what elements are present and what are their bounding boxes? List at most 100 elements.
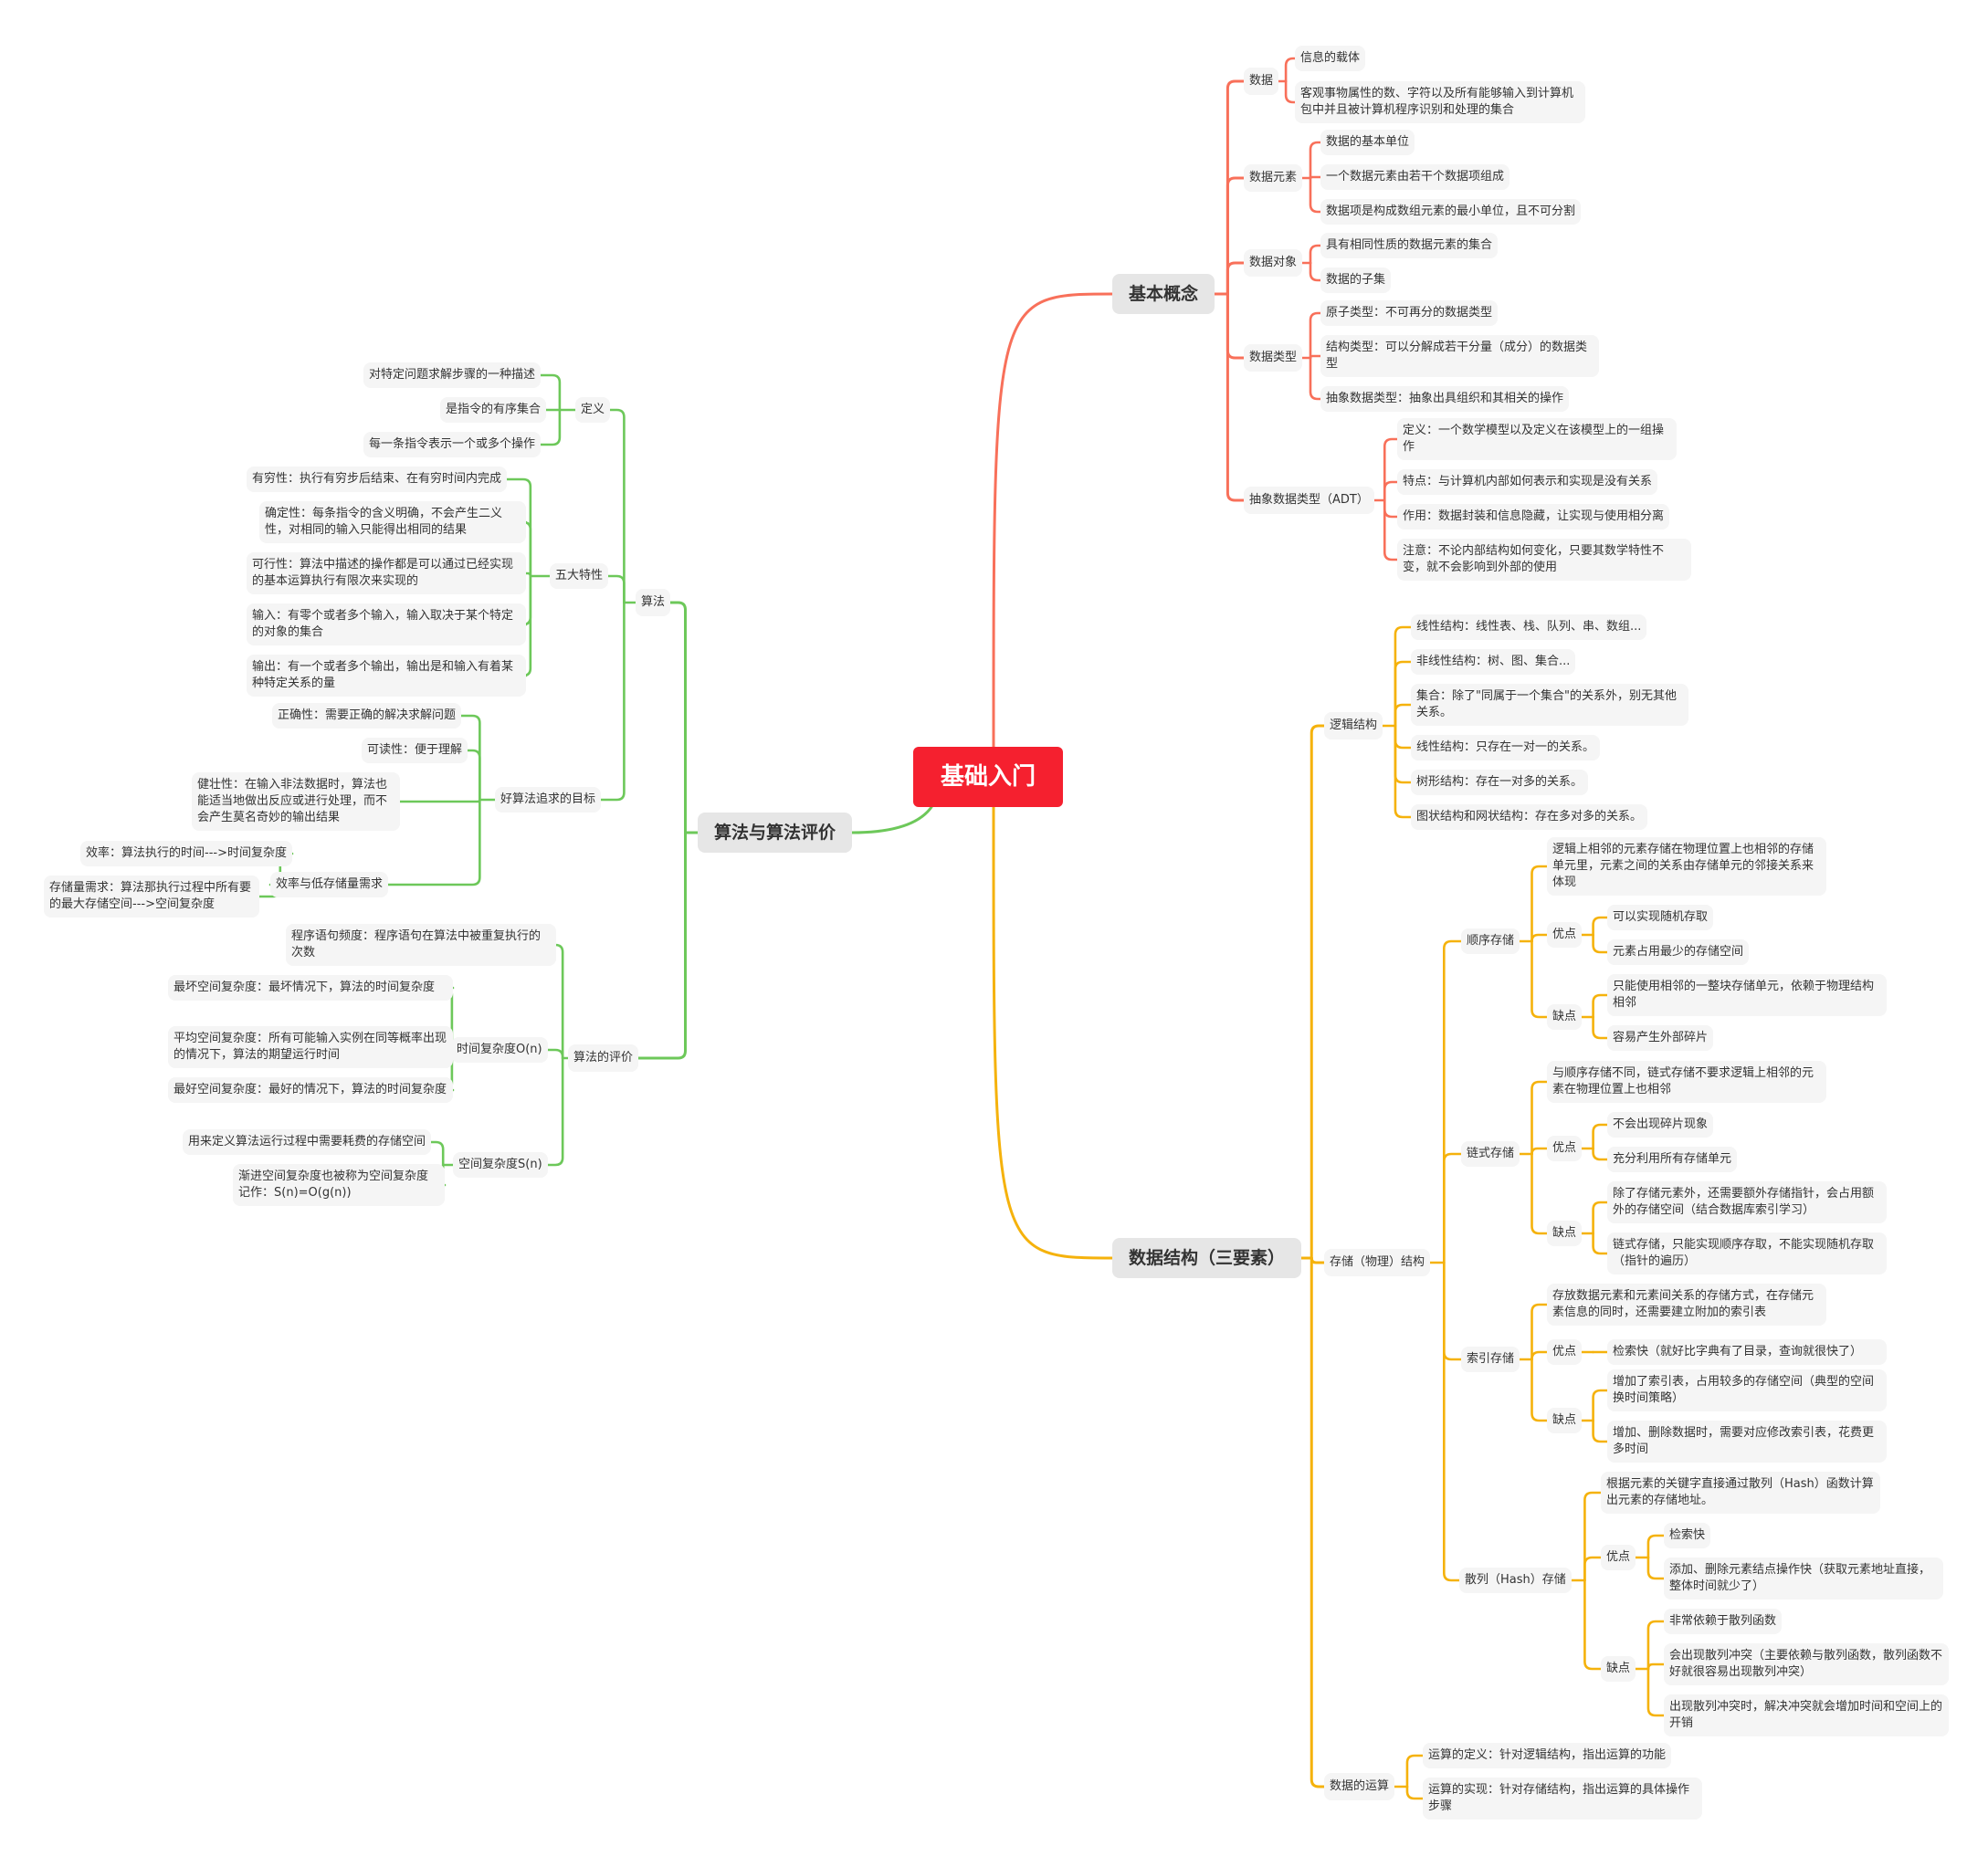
leaf-topic[interactable]: 线性结构：线性表、栈、队列、串、数组... bbox=[1411, 614, 1647, 640]
leaf-topic[interactable]: 具有相同性质的数据元素的集合 bbox=[1320, 233, 1499, 258]
leaf-topic[interactable]: 添加、删除元素结点操作快（获取元素地址直接，整体时间就少了） bbox=[1664, 1558, 1943, 1600]
leaf-topic[interactable]: 增加了索引表，占用较多的存储空间（典型的空间换时间策略） bbox=[1607, 1369, 1887, 1411]
subtopic[interactable]: 散列（Hash）存储 bbox=[1459, 1568, 1572, 1593]
subtopic[interactable]: 空间复杂度S(n) bbox=[453, 1152, 548, 1178]
bracket-branch bbox=[1592, 933, 1609, 954]
central-topic[interactable]: 基础入门 bbox=[913, 747, 1064, 807]
subtopic[interactable]: 缺点 bbox=[1547, 1004, 1583, 1030]
leaf-topic[interactable]: 作用：数据封装和信息隐藏，让实现与使用相分离 bbox=[1397, 504, 1670, 530]
subtopic[interactable]: 好算法追求的目标 bbox=[495, 787, 602, 813]
leaf-topic[interactable]: 元素占用最少的存储空间 bbox=[1607, 939, 1750, 965]
subtopic[interactable]: 时间复杂度O(n) bbox=[451, 1037, 548, 1063]
bracket-branch bbox=[1309, 244, 1322, 265]
leaf-topic[interactable]: 用来定义算法运行过程中需要耗费的存储空间 bbox=[183, 1129, 432, 1155]
leaf-topic[interactable]: 最好空间复杂度：最好的情况下，算法的时间复杂度 bbox=[168, 1077, 453, 1103]
bracket-branch bbox=[1646, 1667, 1666, 1717]
subtopic[interactable]: 数据类型 bbox=[1244, 344, 1303, 372]
subtopic[interactable]: 五大特性 bbox=[550, 563, 609, 589]
leaf-topic[interactable]: 容易产生外部碎片 bbox=[1607, 1025, 1714, 1051]
subtopic[interactable]: 存储（物理）结构 bbox=[1324, 1249, 1431, 1276]
leaf-topic[interactable]: 非线性结构：树、图、集合... bbox=[1411, 649, 1576, 675]
leaf-topic[interactable]: 最坏空间复杂度：最坏情况下，算法的时间复杂度 bbox=[168, 975, 453, 1001]
bracket-branch bbox=[1592, 1232, 1609, 1255]
leaf-topic[interactable]: 平均空间复杂度：所有可能输入实例在同等概率出现的情况下，算法的期望运行时间 bbox=[168, 1026, 453, 1068]
leaf-topic[interactable]: 健壮性：在输入非法数据时，算法也能适当地做出反应或进行处理，而不会产生莫名奇妙的… bbox=[192, 772, 400, 831]
leaf-topic[interactable]: 根据元素的关键字直接通过散列（Hash）函数计算出元素的存储地址。 bbox=[1601, 1472, 1880, 1514]
leaf-topic[interactable]: 只能使用相邻的一整块存储单元，依赖于物理结构相邻 bbox=[1607, 974, 1887, 1016]
leaf-topic[interactable]: 树形结构：存在一对多的关系。 bbox=[1411, 770, 1589, 795]
bracket-branch bbox=[1592, 1389, 1609, 1422]
leaf-topic[interactable]: 数据的子集 bbox=[1320, 267, 1392, 293]
leaf-topic[interactable]: 可行性：算法中描述的操作都是可以通过已经实现的基本运算执行有限次来实现的 bbox=[247, 552, 526, 594]
subtopic[interactable]: 优点 bbox=[1547, 1136, 1583, 1161]
subtopic[interactable]: 定义 bbox=[575, 397, 611, 423]
leaf-topic[interactable]: 不会出现碎片现象 bbox=[1607, 1112, 1714, 1138]
subtopic[interactable]: 优点 bbox=[1547, 1339, 1583, 1365]
leaf-topic[interactable]: 程序语句频度：程序语句在算法中被重复执行的次数 bbox=[286, 924, 556, 966]
subtopic[interactable]: 优点 bbox=[1601, 1545, 1636, 1570]
subtopic[interactable]: 缺点 bbox=[1601, 1656, 1636, 1682]
leaf-topic[interactable]: 效率：算法执行的时间--->时间复杂度 bbox=[80, 841, 292, 866]
subtopic[interactable]: 效率与低存储量需求 bbox=[270, 872, 389, 897]
leaf-topic[interactable]: 检索快（就好比字典有了目录，查询就很快了） bbox=[1607, 1339, 1887, 1365]
leaf-topic[interactable]: 客观事物属性的数、字符以及所有能够输入到计算机包中并且被计算机程序识别和处理的集… bbox=[1295, 81, 1585, 123]
leaf-topic[interactable]: 链式存储，只能实现顺序存取，不能实现随机存取（指针的遍历） bbox=[1607, 1232, 1887, 1274]
leaf-topic[interactable]: 可以实现随机存取 bbox=[1607, 905, 1714, 930]
leaf-topic[interactable]: 存放数据元素和元素间关系的存储方式，在存储元素信息的同时，还需要建立附加的索引表 bbox=[1547, 1284, 1826, 1326]
leaf-topic[interactable]: 线性结构：只存在一对一的关系。 bbox=[1411, 735, 1601, 760]
main-topic-basic-concepts[interactable]: 基本概念 bbox=[1112, 274, 1215, 314]
bracket-branch bbox=[1530, 1350, 1549, 1361]
leaf-topic[interactable]: 每一条指令表示一个或多个操作 bbox=[363, 432, 542, 457]
leaf-topic[interactable]: 可读性：便于理解 bbox=[362, 738, 468, 763]
subtopic[interactable]: 缺点 bbox=[1547, 1408, 1583, 1433]
leaf-topic[interactable]: 图状结构和网状结构：存在多对多的关系。 bbox=[1411, 804, 1648, 830]
leaf-topic[interactable]: 增加、删除数据时，需要对应修改索引表，花费更多时间 bbox=[1607, 1421, 1887, 1463]
leaf-topic[interactable]: 会出现散列冲突（主要依赖与散列函数，散列函数不好就很容易出现散列冲突） bbox=[1664, 1643, 1949, 1685]
leaf-topic[interactable]: 对特定问题求解步骤的一种描述 bbox=[363, 362, 542, 388]
subtopic[interactable]: 顺序存储 bbox=[1461, 928, 1520, 954]
subtopic[interactable]: 数据对象 bbox=[1244, 249, 1303, 277]
leaf-topic[interactable]: 逻辑上相邻的元素存储在物理位置上也相邻的存储单元里，元素之间的关系由存储单元的邻… bbox=[1547, 837, 1826, 896]
subtopic[interactable]: 数据的运算 bbox=[1324, 1773, 1395, 1800]
main-topic-data-structure[interactable]: 数据结构（三要素） bbox=[1112, 1238, 1302, 1278]
leaf-topic[interactable]: 确定性：每条指令的含义明确，不会产生二义性，对相同的输入只能得出相同的结果 bbox=[259, 501, 526, 543]
leaf-topic[interactable]: 一个数据元素由若干个数据项组成 bbox=[1320, 164, 1510, 190]
leaf-topic[interactable]: 检索快 bbox=[1664, 1523, 1711, 1548]
leaf-topic[interactable]: 非常依赖于散列函数 bbox=[1664, 1609, 1783, 1634]
subtopic[interactable]: 数据元素 bbox=[1244, 164, 1303, 192]
leaf-topic[interactable]: 是指令的有序集合 bbox=[440, 397, 547, 423]
subtopic[interactable]: 数据 bbox=[1244, 68, 1279, 95]
subtopic[interactable]: 缺点 bbox=[1547, 1221, 1583, 1246]
leaf-topic[interactable]: 除了存储元素外，还需要额外存储指针，会占用额外的存储空间（结合数据库索引学习） bbox=[1607, 1181, 1887, 1223]
leaf-topic[interactable]: 输入：有零个或者多个输入，输入取决于某个特定的对象的集合 bbox=[247, 603, 526, 645]
leaf-topic[interactable]: 输出：有一个或者多个输出，输出是和输入有着某种特定关系的量 bbox=[247, 655, 526, 697]
leaf-topic[interactable]: 数据项是构成数组元素的最小单位，且不可分割 bbox=[1320, 199, 1582, 225]
subtopic[interactable]: 优点 bbox=[1547, 922, 1583, 948]
leaf-topic[interactable]: 抽象数据类型：抽象出具组织和其相关的操作 bbox=[1320, 386, 1570, 412]
subtopic[interactable]: 链式存储 bbox=[1461, 1141, 1520, 1167]
leaf-topic[interactable]: 定义：一个数学模型以及定义在该模型上的一组操作 bbox=[1397, 418, 1677, 460]
leaf-topic[interactable]: 原子类型：不可再分的数据类型 bbox=[1320, 300, 1499, 326]
leaf-topic[interactable]: 与顺序存储不同，链式存储不要求逻辑上相邻的元素在物理位置上也相邻 bbox=[1547, 1061, 1826, 1103]
leaf-topic[interactable]: 注意：不论内部结构如何变化，只要其数学特性不变，就不会影响到外部的使用 bbox=[1397, 539, 1691, 581]
leaf-topic[interactable]: 集合：除了"同属于一个集合"的关系外，别无其他关系。 bbox=[1411, 684, 1688, 726]
leaf-topic[interactable]: 运算的定义：针对逻辑结构，指出运算的功能 bbox=[1423, 1743, 1672, 1768]
leaf-topic[interactable]: 正确性：需要正确的解决求解问题 bbox=[272, 703, 462, 729]
subtopic[interactable]: 抽象数据类型（ADT） bbox=[1244, 487, 1374, 514]
leaf-topic[interactable]: 特点：与计算机内部如何表示和实现是没有关系 bbox=[1397, 469, 1658, 495]
bracket-branch bbox=[466, 749, 481, 802]
leaf-topic[interactable]: 数据的基本单位 bbox=[1320, 130, 1415, 155]
leaf-topic[interactable]: 结构类型：可以分解成若干分量（成分）的数据类型 bbox=[1320, 335, 1599, 377]
main-topic-algorithm-evaluation[interactable]: 算法与算法评价 bbox=[698, 813, 853, 853]
leaf-topic[interactable]: 信息的载体 bbox=[1295, 46, 1366, 71]
subtopic[interactable]: 索引存储 bbox=[1461, 1347, 1520, 1372]
leaf-topic[interactable]: 存储量需求：算法那执行过程中所有要的最大存储空间--->空间复杂度 bbox=[44, 876, 259, 918]
leaf-topic[interactable]: 出现散列冲突时，解决冲突就会增加时间和空间上的开销 bbox=[1664, 1694, 1949, 1736]
leaf-topic[interactable]: 有穷性：执行有穷步后结束、在有穷时间内完成 bbox=[247, 467, 508, 492]
subtopic[interactable]: 算法的评价 bbox=[568, 1044, 639, 1072]
leaf-topic[interactable]: 充分利用所有存储单元 bbox=[1607, 1147, 1738, 1172]
leaf-topic[interactable]: 渐进空间复杂度也被称为空间复杂度记作：S(n)=O(g(n)) bbox=[233, 1164, 445, 1206]
subtopic[interactable]: 逻辑结构 bbox=[1324, 712, 1383, 739]
leaf-topic[interactable]: 运算的实现：针对存储结构，指出运算的具体操作步骤 bbox=[1423, 1778, 1702, 1820]
subtopic[interactable]: 算法 bbox=[636, 589, 671, 616]
